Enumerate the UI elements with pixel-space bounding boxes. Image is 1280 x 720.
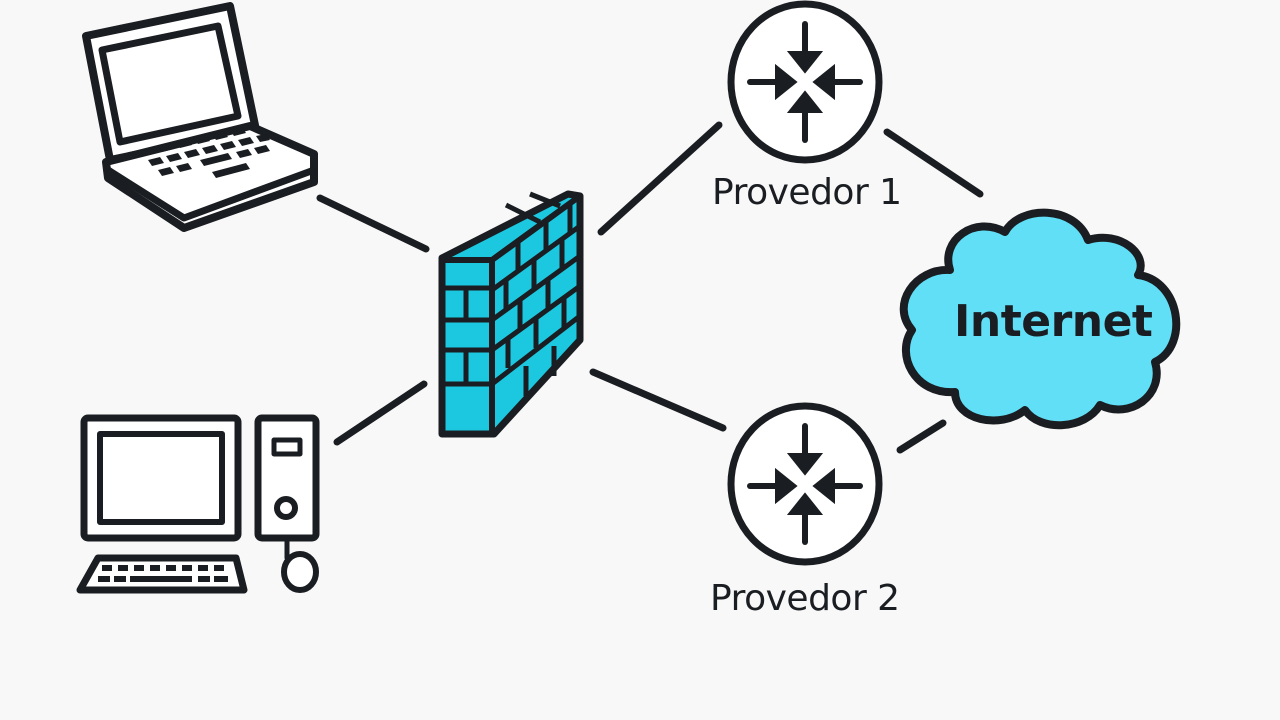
provider1-label: Provedor 1: [712, 172, 902, 213]
edge-provider1-internet: [883, 128, 984, 198]
provider2-label: Provedor 2: [710, 578, 900, 619]
edge-desktop-firewall: [333, 380, 428, 446]
laptop-icon[interactable]: [82, 2, 318, 232]
brick-wall-icon[interactable]: [438, 190, 584, 438]
router-icon-provider1[interactable]: [727, 0, 883, 164]
desktop-computer-icon[interactable]: [76, 414, 320, 594]
internet-label: Internet: [954, 296, 1153, 347]
edge-laptop-firewall: [316, 194, 430, 253]
edge-provider2-internet: [896, 419, 947, 454]
edge-firewall-provider1: [597, 121, 723, 236]
cloud-icon[interactable]: [899, 208, 1181, 430]
router-icon-provider2[interactable]: [727, 402, 883, 566]
edge-firewall-provider2: [589, 368, 727, 432]
